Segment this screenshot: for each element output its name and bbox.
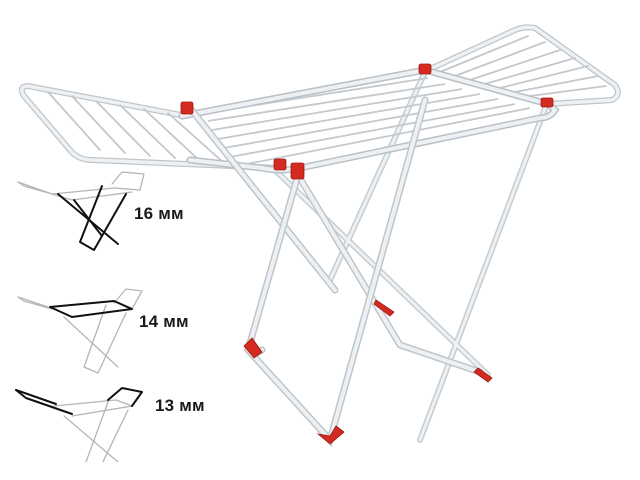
red-joints — [180, 63, 554, 445]
left-wing — [18, 82, 283, 171]
joint-back-top — [418, 63, 432, 75]
joint-left-wing — [180, 101, 194, 115]
diagram-wings — [15, 387, 143, 462]
foot-right — [473, 367, 493, 383]
joint-front-center — [290, 162, 305, 180]
joint-front-left — [273, 158, 287, 171]
diagram-legs — [17, 171, 145, 251]
diagram-center-frame-highlighted — [49, 300, 133, 318]
diagram-frame-muted — [53, 399, 133, 462]
foot-back — [373, 299, 395, 317]
center-frame — [178, 66, 560, 174]
size-label-legs: 16 мм — [134, 204, 184, 223]
size-label-wings: 13 мм — [155, 396, 205, 415]
right-wing — [425, 24, 621, 107]
diagram-wings-highlighted — [15, 387, 143, 415]
size-label-center-frame: 14 мм — [139, 312, 189, 331]
diagram-frame-muted — [17, 288, 143, 374]
joint-right-corner — [540, 97, 554, 108]
diagram-center-frame — [17, 288, 143, 374]
diagram-frame-muted — [17, 171, 145, 201]
center-slats — [204, 77, 531, 167]
foot-left — [243, 337, 263, 359]
foot-bottom — [316, 425, 345, 445]
diagram-legs-highlighted — [57, 185, 127, 251]
